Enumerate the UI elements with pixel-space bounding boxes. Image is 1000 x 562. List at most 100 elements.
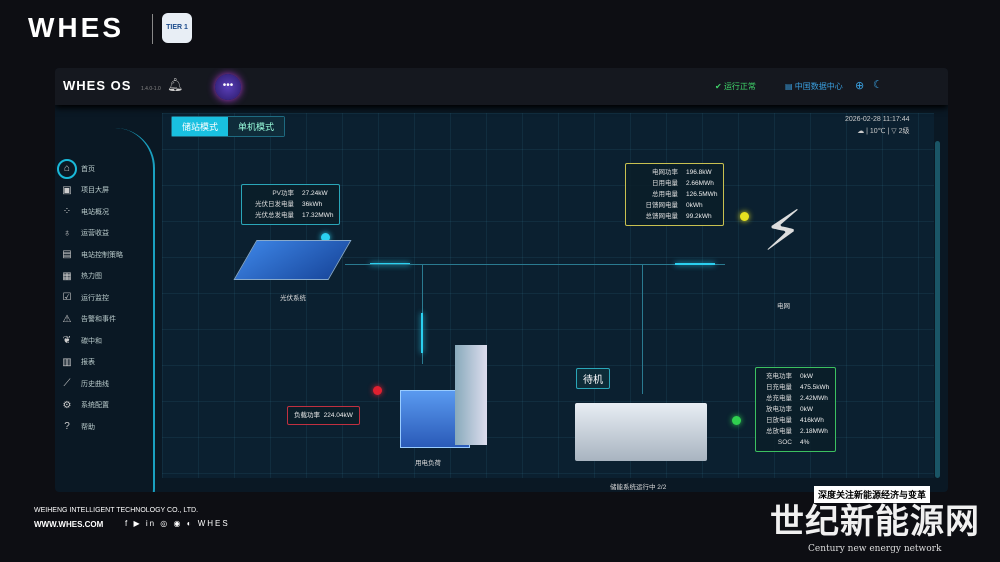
sidebar-item[interactable]: ♁ 运营收益 (55, 223, 123, 245)
ess-status-dot (732, 416, 741, 425)
ess-status-badge: 待机 (576, 368, 610, 389)
metric-value: 0kWh (686, 202, 703, 209)
sidebar-item[interactable]: ☑运行监控 (55, 287, 123, 309)
bell-icon[interactable]: 🔔︎ (167, 77, 184, 92)
sidebar-item[interactable]: ?帮助 (55, 416, 123, 438)
watermark-slogan: 深度关注新能源经济与变革 (814, 486, 931, 503)
metric-key: 总充电量 (766, 395, 792, 402)
ess-label: 储能系统运行中 2/2 (610, 484, 667, 491)
metric-value: 475.5kWh (800, 384, 830, 391)
sidebar-arc (115, 128, 155, 492)
metric-key: 电网功率 (652, 169, 678, 176)
metric-key: 放电功率 (766, 406, 792, 413)
sidebar: ⌂首页 ▣ 项目大屏 ⁘电站概况 ♁ 运营收益 ▤ 电站控制策略 ▦热力图☑运行监控 ⚠ 告警和事件… (55, 158, 123, 438)
battery-cabinet-icon[interactable] (575, 403, 707, 461)
datetime: 2026-02-28 11:17:44 (845, 116, 910, 123)
screen-icon: ▣ (62, 184, 72, 196)
load-label: 用电负荷 (415, 460, 441, 467)
metric-value: 2.66MWh (686, 180, 714, 187)
grid-flow-line (675, 263, 715, 265)
metric-key: 总用电量 (652, 191, 678, 198)
money-bag-icon: ♁ (63, 227, 71, 239)
metric-row: 总用电量 126.5MWh (632, 189, 717, 200)
metric-key: 日馈网电量 (645, 202, 679, 209)
assistant-button[interactable]: ••• (215, 74, 241, 100)
sidebar-item[interactable]: ⁘电站概况 (55, 201, 123, 223)
brand-logo: WHES (28, 12, 124, 43)
tier1-badge: TIER 1 (162, 13, 192, 43)
mode-tabs: 储站模式 单机模式 (171, 116, 286, 137)
sidebar-item-label: 告警和事件 (81, 316, 116, 324)
metric-value: 126.5MWh (686, 191, 718, 198)
globe-icon[interactable]: ⊕ (855, 80, 865, 92)
metric-key: SOC (777, 439, 792, 446)
os-logo[interactable]: WHES OS (63, 78, 132, 93)
sidebar-item[interactable]: ⌂首页 (55, 158, 123, 180)
calendar-icon: ▤ (62, 249, 72, 261)
tab-station-mode[interactable]: 储站模式 (172, 117, 229, 136)
version: 1.4.0-1.0 (141, 86, 161, 92)
datacenter-selector[interactable]: ▤ 中国数据中心 (785, 82, 843, 91)
metric-row: 总放电量 2.18MWh (762, 426, 829, 437)
pv-label: 光伏系统 (280, 295, 306, 302)
sidebar-item-label: 历史曲线 (81, 380, 109, 388)
load-status-dot (373, 386, 382, 395)
sidebar-item[interactable]: ▣ 项目大屏 (55, 180, 123, 202)
sidebar-item[interactable]: ▦热力图 (55, 266, 123, 288)
warning-icon: ⚠ (62, 313, 72, 325)
sidebar-item-label: 项目大屏 (81, 187, 109, 195)
metric-key: 总放电量 (766, 428, 792, 435)
help-icon: ? (64, 421, 70, 433)
tab-single-mode[interactable]: 单机模式 (228, 117, 285, 136)
load-key: 负载功率 (294, 412, 320, 419)
metric-key: 日放电量 (766, 417, 792, 424)
sidebar-item[interactable]: ▤ 电站控制策略 (55, 244, 123, 266)
monitor-icon: ☑ (62, 292, 72, 304)
pv-status-dot (321, 233, 330, 242)
sidebar-item-label: 热力图 (81, 273, 102, 281)
sidebar-item[interactable]: ▥报表 (55, 352, 123, 374)
sidebar-item-label: 电站控制策略 (81, 251, 123, 259)
moon-icon[interactable]: ☾ (873, 79, 883, 91)
datacenter-label: 中国数据中心 (794, 82, 843, 91)
sidebar-item[interactable]: ⚙系统配置 (55, 395, 123, 417)
metric-value: 2.18MWh (800, 428, 828, 435)
divider (152, 14, 153, 44)
social-icons[interactable]: f ▶ in ◎ ◉ ◐ WHES (125, 519, 230, 528)
ess-branch (642, 264, 643, 394)
website-link[interactable]: WWW.WHES.COM (34, 520, 104, 529)
clipboard-icon: ▥ (62, 356, 72, 368)
sidebar-item-label: 运营收益 (81, 230, 109, 238)
metric-key: 光伏日发电量 (255, 201, 294, 208)
sidebar-item[interactable]: ⚠ 告警和事件 (55, 309, 123, 331)
sidebar-item[interactable]: ❦碳中和 (55, 330, 123, 352)
watermark-en: Century new energy network (808, 544, 942, 554)
status-ok: ✔ 运行正常 (715, 82, 756, 91)
load-flow-line (421, 313, 423, 353)
datetime-weather: 2026-02-28 11:17:44☁ | 10℃ | ▽ 2级 (845, 114, 909, 138)
grid-status-dot (740, 212, 749, 221)
transmission-tower-icon[interactable]: ⚡︎ (763, 199, 803, 262)
metric-value: 36kWh (302, 201, 323, 208)
metric-key: 总馈网电量 (645, 213, 679, 220)
status-label: 运行正常 (723, 82, 756, 91)
top-bar: WHES OS 1.4.0-1.0 🔔︎ ••• ✔ 运行正常 ▤ 中国数据中心… (55, 68, 948, 105)
metric-value: 99.2kWh (686, 213, 712, 220)
watermark-name: 世纪新能源网 (770, 502, 980, 542)
sidebar-item-label: 碳中和 (81, 337, 102, 345)
sidebar-item[interactable]: ⟋历史曲线 (55, 373, 123, 395)
scrollbar[interactable] (935, 141, 940, 478)
tower-building (455, 345, 487, 445)
sidebar-item-label: 系统配置 (81, 402, 109, 410)
